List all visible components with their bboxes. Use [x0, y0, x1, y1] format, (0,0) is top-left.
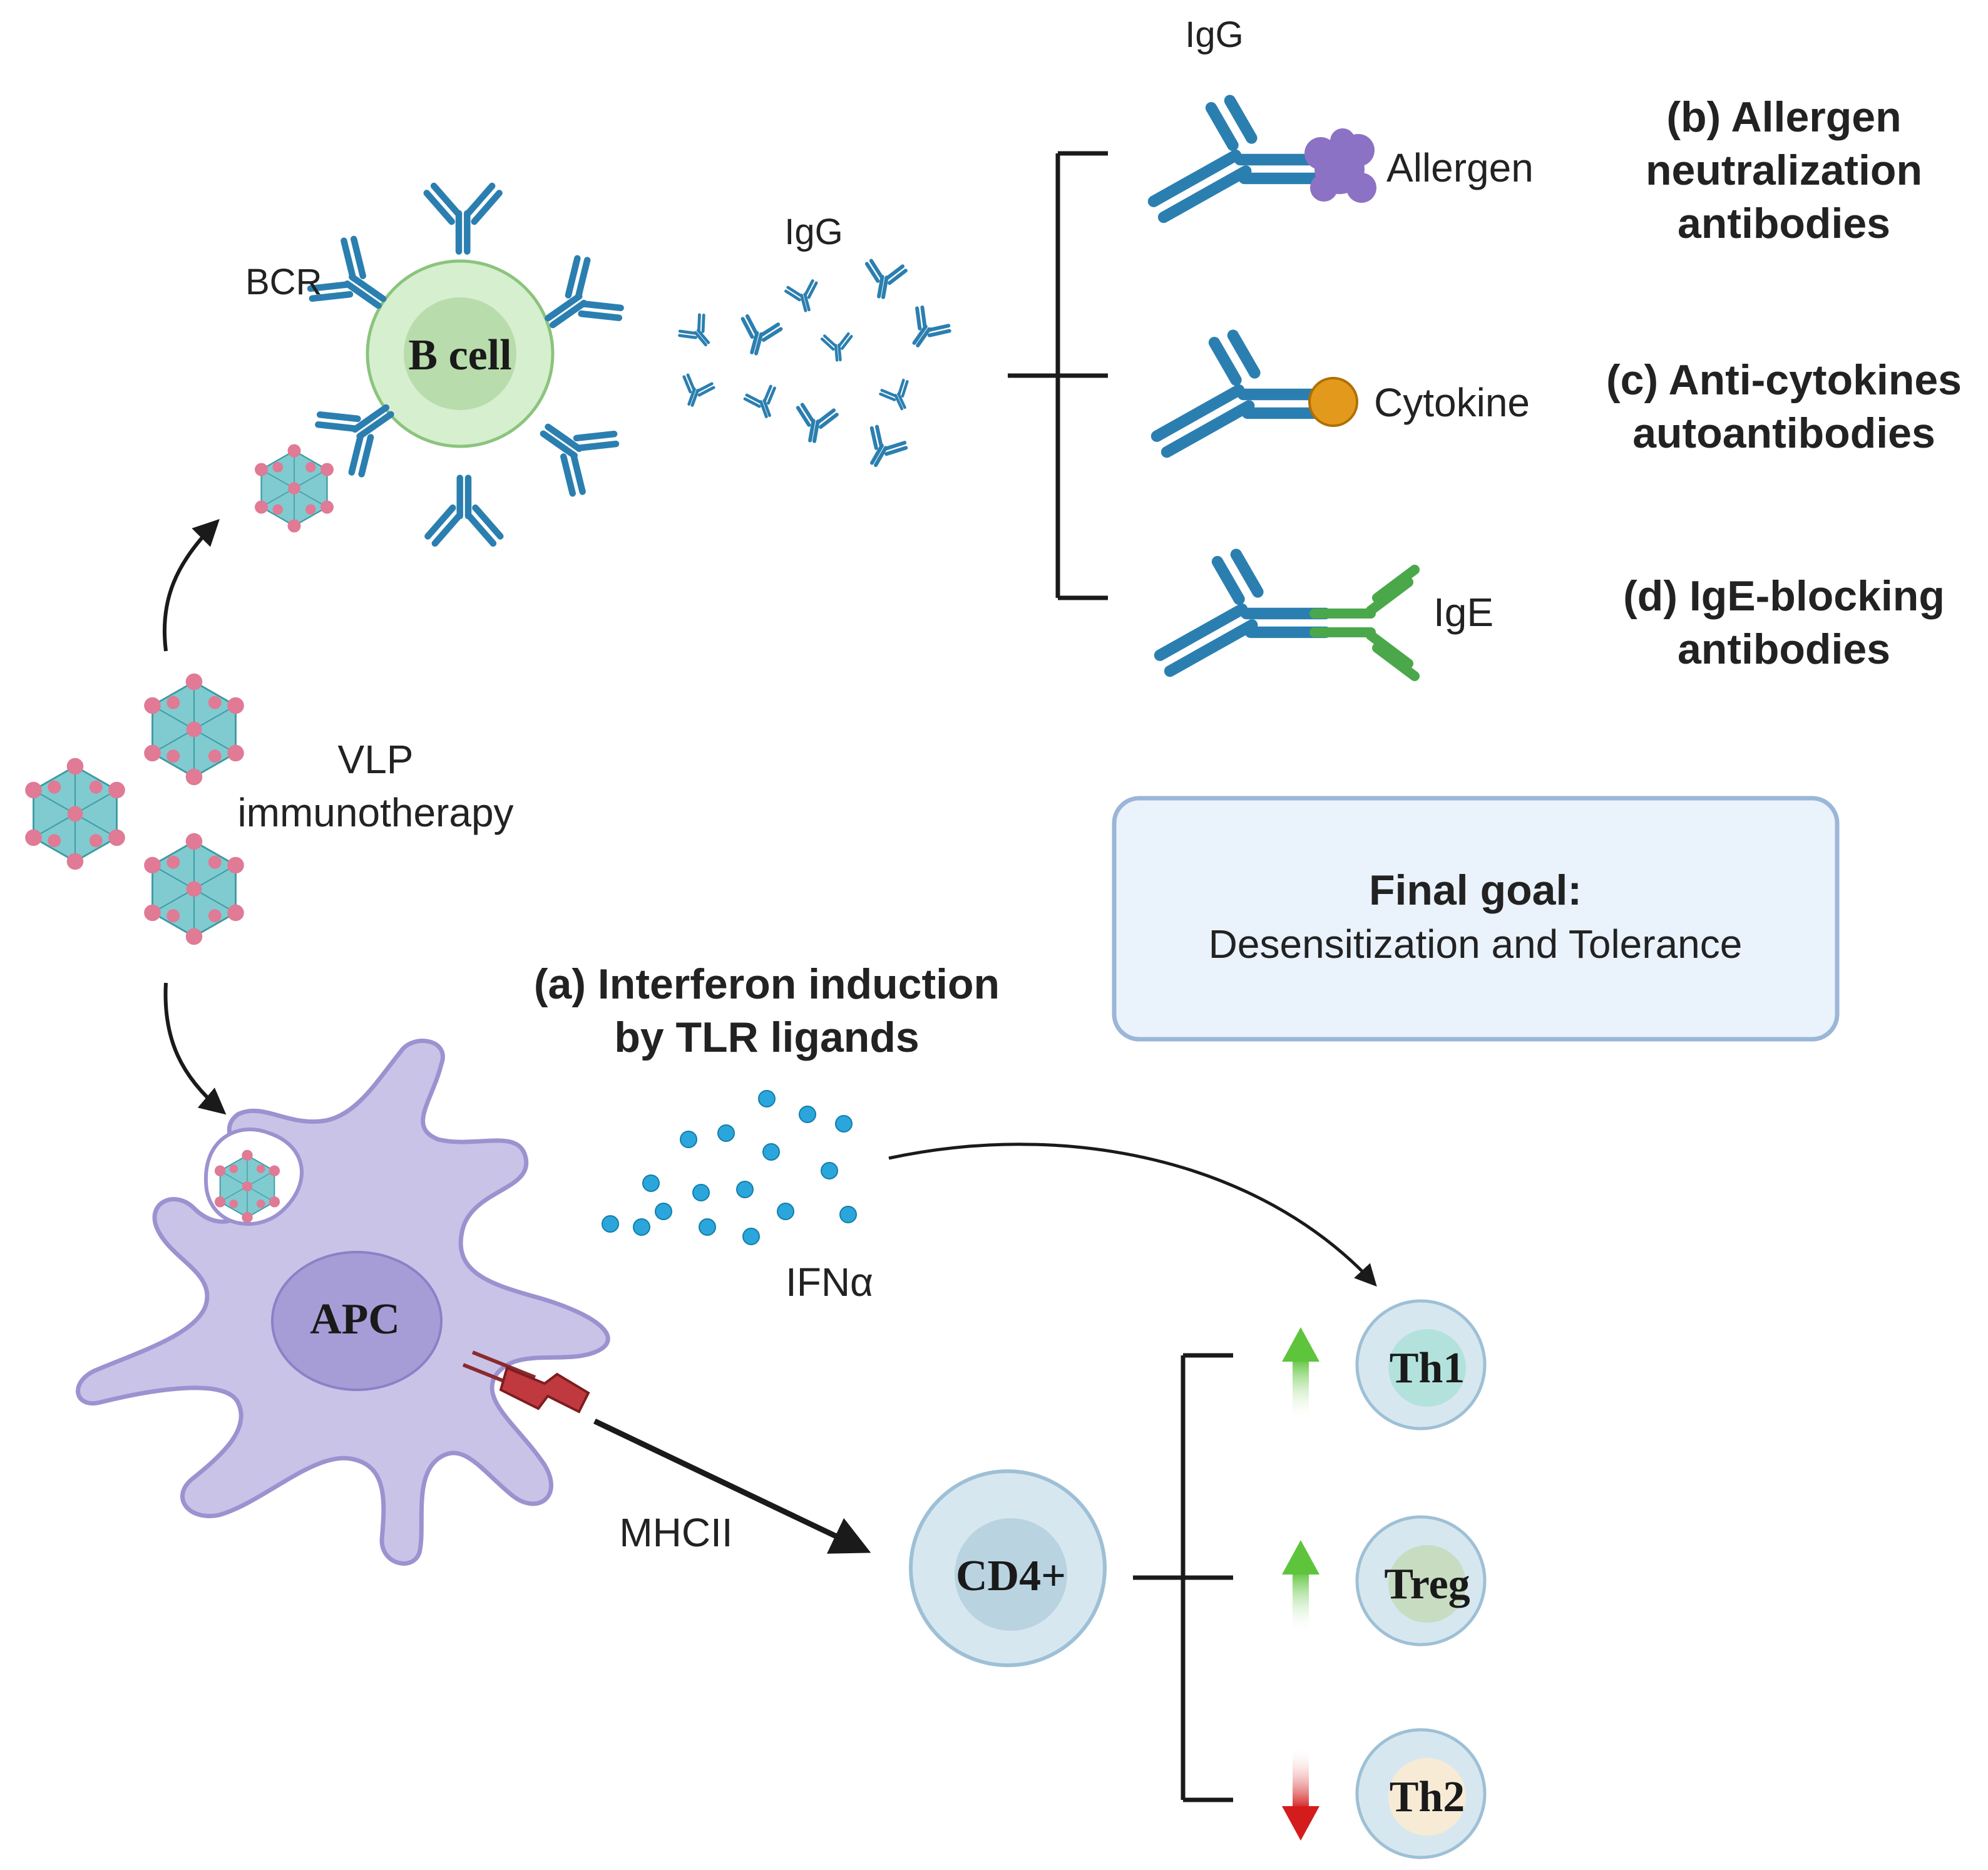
antibody-outcomes-bracket: [1008, 151, 1108, 600]
th2-cell: Th2: [1355, 1728, 1487, 1859]
outcome-b: (b) Allergen neutralization antibodies: [1646, 93, 1922, 247]
t-cell-bracket: [1133, 1353, 1233, 1802]
ifn-alpha-label: IFNα: [786, 1260, 873, 1305]
outcome-d: (d) IgE-blocking antibodies: [1623, 572, 1945, 673]
apc-label: APC: [310, 1295, 400, 1343]
ige-antibody: [1309, 565, 1420, 681]
igg-cloud: [676, 260, 951, 474]
allergen-icon: [1304, 128, 1376, 203]
outcome-c: (c) Anti-cytokines autoantibodies: [1606, 356, 1962, 457]
mhcii-to-cd4-arrow: [593, 1418, 871, 1554]
cytokine-label: Cytokine: [1374, 380, 1530, 425]
final-goal-box: Final goal: Desensitization and Toleranc…: [1112, 796, 1840, 1042]
igg-antibody-c: [1157, 336, 1323, 452]
th2-decrease-arrow: [1282, 1747, 1319, 1841]
cd4-label: CD4+: [956, 1552, 1066, 1600]
outcome-a-line2: by TLR ligands: [614, 1014, 919, 1061]
vlp-to-apc-arrow: [163, 982, 227, 1115]
svg-text:(b) Allergen: (b) Allergen: [1666, 93, 1901, 141]
vlp-bound-bcell: [254, 443, 335, 533]
th1-increase-arrow: [1282, 1327, 1319, 1421]
mhcii-icon: [462, 1350, 590, 1414]
svg-text:antibodies: antibodies: [1678, 200, 1890, 247]
allergen-label: Allergen: [1386, 145, 1534, 190]
outcome-a-line1: (a) Interferon induction: [534, 960, 1000, 1008]
vlp-cluster: [24, 672, 245, 946]
vlp-label-line1: VLP: [338, 737, 414, 782]
svg-text:(d) IgE-blocking: (d) IgE-blocking: [1623, 572, 1945, 620]
svg-text:antibodies: antibodies: [1678, 625, 1890, 673]
apc-cell: APC: [76, 1039, 610, 1566]
svg-text:(c) Anti-cytokines: (c) Anti-cytokines: [1606, 356, 1962, 404]
igg-top-label: IgG: [1185, 14, 1244, 55]
ifn-to-th1-arrow: [888, 1143, 1377, 1287]
bcr-label: BCR: [245, 262, 322, 302]
vlp-to-bcell-arrow: [162, 519, 220, 652]
treg-cell: Treg: [1355, 1515, 1487, 1647]
b-cell-label: B cell: [408, 331, 511, 379]
igg-antibody-d: [1160, 555, 1326, 671]
b-cell: B cell: [366, 259, 555, 448]
ifn-alpha-dots: [602, 1090, 857, 1245]
igg-antibody-b: [1154, 101, 1319, 217]
th1-cell: Th1: [1355, 1299, 1487, 1431]
svg-text:Treg: Treg: [1384, 1560, 1470, 1608]
cd4-cell: CD4+: [909, 1469, 1107, 1667]
svg-text:autoantibodies: autoantibodies: [1632, 409, 1935, 457]
final-goal-text: Desensitization and Tolerance: [1209, 922, 1743, 967]
final-goal-title: Final goal:: [1369, 866, 1582, 914]
vlp-label-line2: immunotherapy: [237, 790, 513, 835]
igg-cloud-label: IgG: [784, 212, 843, 252]
svg-text:Th1: Th1: [1390, 1344, 1465, 1392]
mhcii-label: MHCII: [619, 1510, 732, 1555]
ige-label: IgE: [1433, 590, 1494, 635]
treg-increase-arrow: [1282, 1540, 1319, 1634]
svg-text:neutralization: neutralization: [1646, 146, 1922, 194]
cytokine-icon: [1308, 377, 1358, 427]
svg-text:Th2: Th2: [1390, 1773, 1465, 1821]
